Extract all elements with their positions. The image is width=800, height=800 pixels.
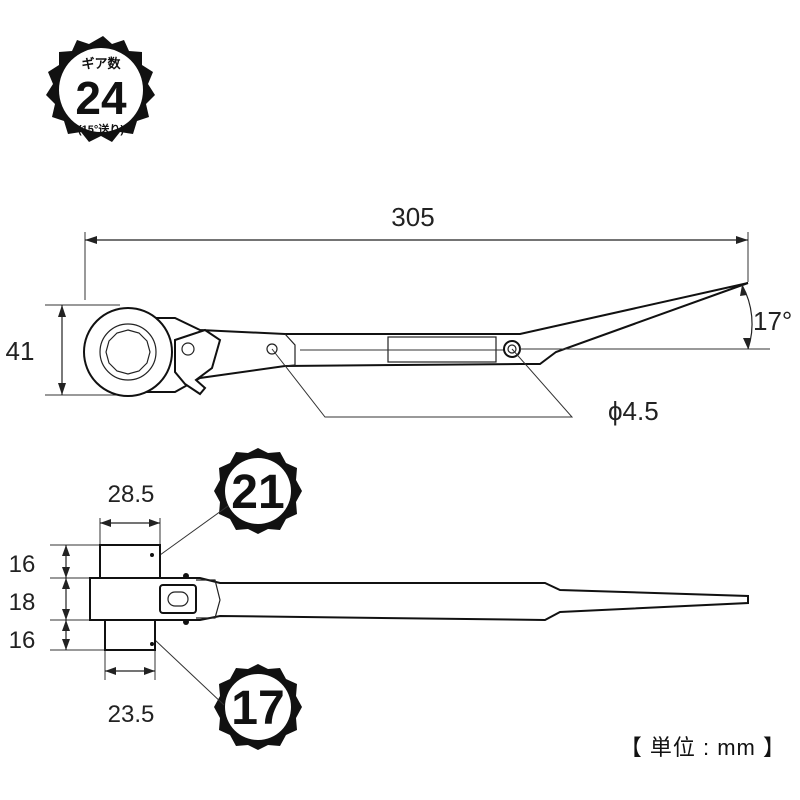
socket-17-label: 17: [231, 682, 284, 735]
angle-label: 17°: [753, 306, 792, 336]
socket-width-top-label: 28.5: [108, 481, 155, 508]
gear-badge-note: (15°送り): [78, 122, 124, 136]
gear-count-badge: ギア数 24 (15°送り): [46, 36, 155, 142]
angle-dimension: 17°: [520, 284, 792, 350]
unit-label: 【 単位 : mm 】: [619, 735, 786, 760]
socket-21-badge: 21: [159, 448, 302, 556]
length-dimension: 305: [84, 202, 749, 300]
gear-badge-label: ギア数: [81, 56, 121, 71]
socket-21-label: 21: [231, 466, 284, 519]
hole-diameter-callout: ϕ4.5: [271, 348, 659, 426]
gear-badge-inner: [59, 48, 143, 132]
socket-width-bottom-label: 23.5: [108, 701, 155, 728]
wrench-top-view: [83, 282, 749, 397]
head-height-dimension: 41: [6, 304, 120, 396]
wrench-side-view: [89, 544, 749, 651]
thickness-top-label: 16: [9, 551, 36, 578]
total-length-label: 305: [391, 202, 434, 232]
socket-17-badge: 17: [154, 639, 302, 750]
head-height-label: 41: [6, 336, 35, 366]
thickness-middle-label: 18: [9, 589, 36, 616]
side-view-dimensions: 28.5 23.5 16 18 16: [9, 481, 161, 728]
thickness-bottom-label: 16: [9, 627, 36, 654]
hole-diameter-label: ϕ4.5: [608, 396, 659, 426]
gear-badge-count: 24: [75, 72, 127, 124]
